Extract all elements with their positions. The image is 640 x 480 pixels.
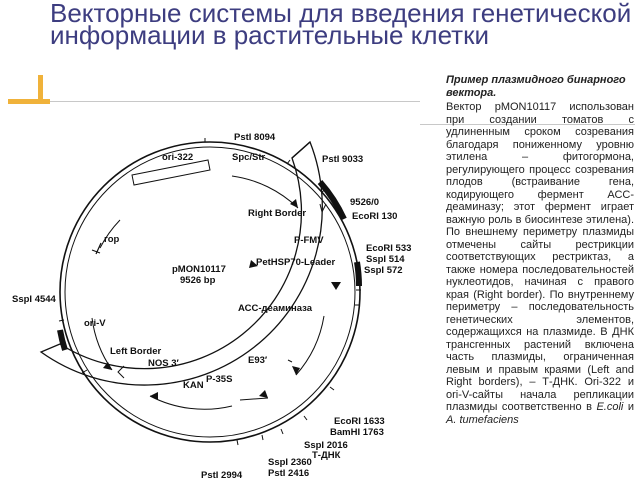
label-e93: E93′ [248, 355, 268, 366]
description-panel: Пример плазмидного бинарного вектора. Ве… [446, 74, 634, 426]
description-heading: Пример плазмидного бинарного вектора. [446, 74, 626, 99]
arrowhead [290, 199, 298, 208]
and-word: и [623, 401, 634, 413]
label-sspI-514: SspI 514 [366, 254, 405, 265]
label-oriV: ori-V [84, 318, 106, 329]
label-p-fmv: P-FMV [294, 235, 324, 246]
description-body: Вектор pMON10117 использован при создани… [446, 101, 634, 426]
e93-tick [287, 359, 293, 363]
arrowhead [259, 390, 268, 398]
arrowhead [331, 282, 341, 290]
plasmid-map: PstI 8094 PstI 9033 9526/0 EcoRI 130 Eco… [12, 132, 411, 480]
label-left-border: Left Border [110, 346, 162, 357]
arrowhead [150, 392, 158, 400]
label-pstI-9033: PstI 9033 [322, 154, 363, 165]
tick-marks [58, 138, 361, 446]
label-sspI-2360: SspI 2360 [268, 457, 312, 468]
arrowhead [292, 366, 300, 375]
tick [303, 415, 308, 421]
label-plasmid-size: 9526 bp [180, 275, 216, 286]
label-bamHI-1763: BamHI 1763 [330, 427, 384, 438]
label-plasmid-name: pMON10117 [172, 264, 226, 275]
label-tdna: Т-ДНК [312, 450, 341, 461]
title-underline-right [420, 124, 635, 125]
label-spc-str: Spc/Str [232, 152, 266, 163]
label-rop: rop [104, 234, 120, 245]
label-ori322: ori-322 [162, 152, 193, 163]
arrow-heads [103, 199, 341, 400]
segment-pethsp [354, 261, 362, 287]
label-right-border: Right Border [248, 208, 306, 219]
label-nos3: NOS 3′ [148, 358, 180, 369]
arrow-spc-str [231, 175, 299, 209]
segment-sspI-4544 [57, 329, 68, 351]
label-9526-0: 9526/0 [350, 197, 379, 208]
label-sspI-2016: SspI 2016 [304, 440, 348, 451]
title-underline [50, 101, 420, 102]
left-border-marker [117, 365, 125, 379]
tick [58, 319, 65, 322]
tick [329, 386, 335, 391]
tdna-region [39, 140, 323, 386]
tick [261, 434, 264, 441]
arrow-kan [149, 395, 233, 410]
arrow-acc [295, 315, 325, 376]
label-pstI-2416: PstI 2416 [268, 468, 309, 479]
description-text: Вектор pMON10117 использован при создани… [446, 101, 634, 413]
arrowhead [249, 260, 258, 268]
label-ecoRI-130: EcoRI 130 [352, 211, 397, 222]
tick [286, 159, 291, 165]
label-pstI-8094: PstI 8094 [234, 132, 276, 143]
slide-title: Векторные системы для введения генетичес… [50, 0, 632, 50]
tick [81, 369, 88, 374]
arrow-rop [99, 219, 121, 249]
title-accent-bar [8, 99, 50, 104]
label-ecoRI-1633: EcoRI 1633 [334, 416, 385, 427]
label-ecoRI-533: EcoRI 533 [366, 243, 411, 254]
rop-marker [91, 242, 102, 255]
segment-pstI-9033 [317, 180, 347, 221]
plasmid-circle-outer [59, 141, 361, 443]
plasmid-circle-inner [64, 146, 356, 438]
label-kan: KAN [183, 380, 204, 391]
tick [280, 428, 284, 435]
tick [236, 439, 239, 446]
label-p35s: P-35S [206, 374, 232, 385]
label-sspI-4544: SspI 4544 [12, 294, 57, 305]
label-sspI-572: SspI 572 [364, 265, 403, 276]
p35s-arrow [239, 397, 269, 401]
ecoli-term: E.coli [596, 401, 624, 413]
arrowhead [103, 362, 112, 370]
ori322-box [131, 159, 211, 186]
atumefaciens-term: A. tumefaciens [446, 413, 519, 426]
label-pstI-2994: PstI 2994 [201, 470, 243, 480]
label-acc: АСС-деаминаза [238, 303, 313, 314]
label-pethsp: PetHSP70-Leader [256, 257, 336, 268]
right-border-marker [319, 203, 327, 214]
title-accent-vertical [38, 75, 43, 103]
tdna-region-edge [291, 141, 311, 159]
